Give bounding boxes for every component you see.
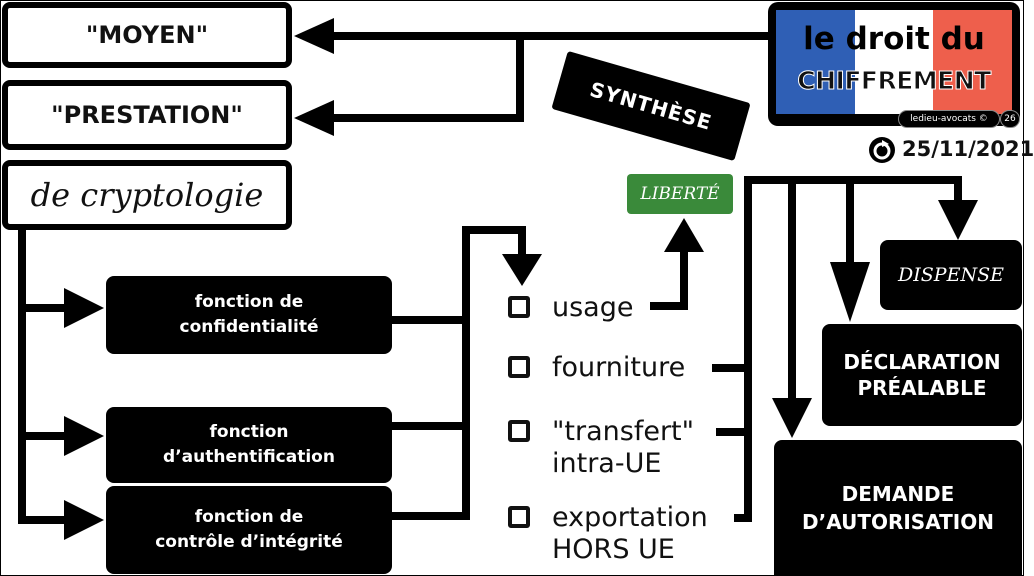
declaration-box: DÉCLARATION PRÉALABLE bbox=[822, 324, 1022, 426]
title-card: le droit du CHIFFREMENT ledieu-avocats ©… bbox=[768, 2, 1020, 140]
checkbox-fourniture[interactable] bbox=[508, 356, 530, 378]
prestation-box: "PRESTATION" bbox=[2, 80, 292, 150]
checkbox-exportation[interactable] bbox=[508, 506, 530, 528]
function-line2: d’authentification bbox=[163, 447, 335, 467]
title-line2: CHIFFREMENT bbox=[797, 66, 992, 96]
arrow-to-moyen bbox=[294, 18, 334, 54]
op-transfert-line1: "transfert" bbox=[552, 416, 695, 447]
declaration-line2: PRÉALABLE bbox=[857, 376, 987, 400]
liberte-badge: LIBERTÉ bbox=[627, 174, 733, 214]
arrow-to-integrite bbox=[64, 500, 104, 540]
op-exportation-line2: HORS UE bbox=[552, 534, 675, 565]
title-line1: le droit du bbox=[803, 21, 985, 57]
arrow-to-usage bbox=[502, 254, 542, 286]
arrow-to-authentification bbox=[64, 416, 104, 456]
arrow-to-autorisation bbox=[772, 398, 812, 438]
arrow-to-dispense bbox=[938, 200, 978, 240]
slide-number: 26 bbox=[1000, 110, 1020, 128]
autorisation-line2: D’AUTORISATION bbox=[802, 510, 994, 534]
op-usage: usage bbox=[552, 292, 634, 323]
refresh-icon bbox=[868, 136, 896, 164]
checkbox-usage[interactable] bbox=[508, 296, 530, 318]
op-fourniture: fourniture bbox=[552, 352, 686, 383]
op-transfert-line2: intra-UE bbox=[552, 448, 662, 479]
date-label: 25/11/2021 bbox=[902, 137, 1034, 161]
moyen-box: "MOYEN" bbox=[2, 2, 292, 68]
function-authentification: fonction d’authentification bbox=[106, 407, 392, 483]
arrow-to-liberte bbox=[664, 218, 704, 252]
prestation-label: "PRESTATION" bbox=[51, 101, 243, 129]
op-exportation-line1: exportation bbox=[552, 502, 708, 533]
credit-badge: ledieu-avocats © 2021 bbox=[898, 110, 1000, 140]
liberte-label: LIBERTÉ bbox=[640, 184, 720, 204]
arrow-to-confidentialite bbox=[64, 288, 104, 328]
dispense-box: DISPENSE bbox=[880, 240, 1022, 310]
french-flag bbox=[776, 10, 1013, 114]
checkbox-transfert[interactable] bbox=[508, 420, 530, 442]
autorisation-line1: DEMANDE bbox=[841, 482, 955, 506]
function-line1: fonction bbox=[209, 422, 289, 442]
autorisation-box: DEMANDE D’AUTORISATION bbox=[774, 440, 1022, 576]
function-confidentialite: fonction de confidentialité bbox=[106, 276, 392, 354]
cryptologie-box: de cryptologie bbox=[2, 160, 292, 230]
function-line2: confidentialité bbox=[179, 317, 319, 337]
function-line1: fonction de bbox=[194, 507, 304, 527]
function-line2: contrôle d’intégrité bbox=[155, 532, 343, 552]
function-line1: fonction de bbox=[194, 292, 304, 312]
cryptologie-label: de cryptologie bbox=[30, 176, 264, 214]
declaration-line1: DÉCLARATION bbox=[843, 350, 1001, 374]
function-integrite: fonction de contrôle d’intégrité bbox=[106, 486, 392, 574]
moyen-label: "MOYEN" bbox=[85, 21, 209, 49]
dispense-label: DISPENSE bbox=[898, 264, 1004, 286]
arrow-to-declaration bbox=[830, 262, 870, 322]
arrow-to-prestation bbox=[294, 100, 334, 136]
